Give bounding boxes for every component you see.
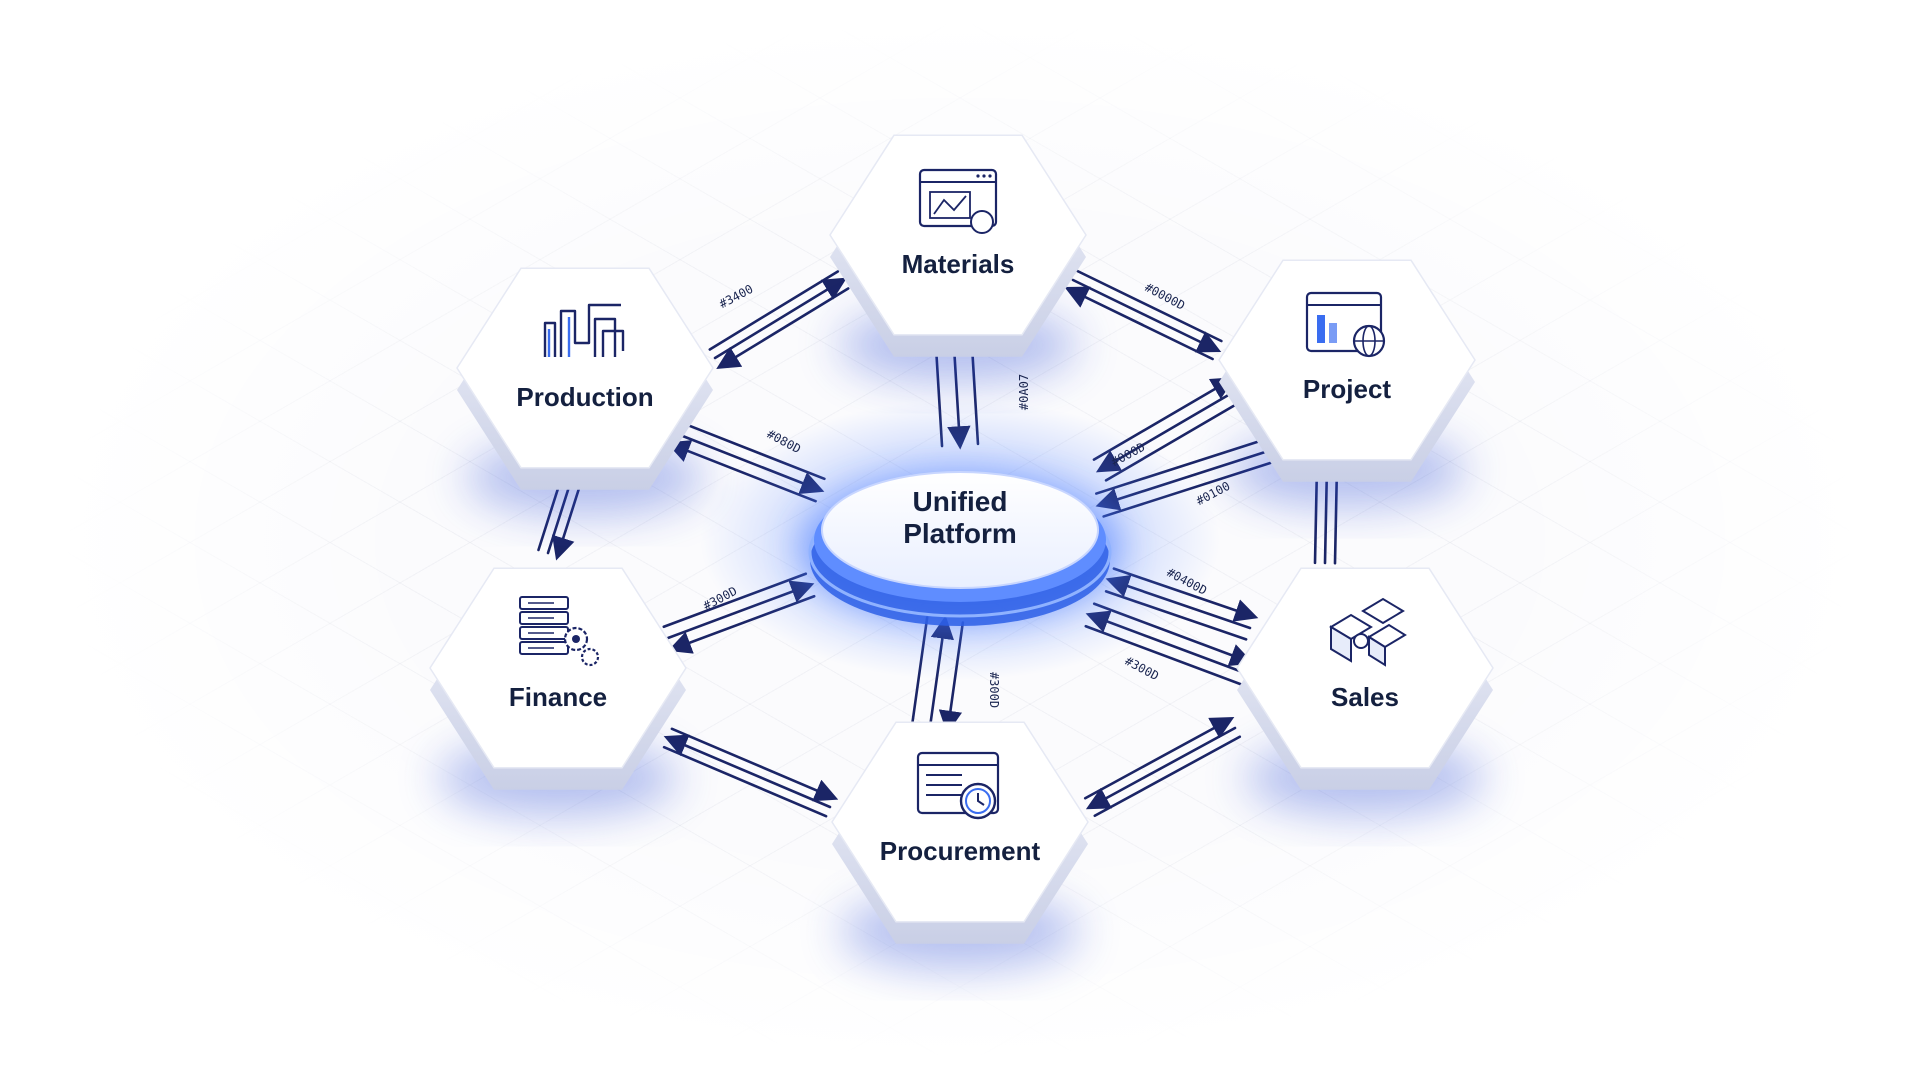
browser-clock-icon xyxy=(916,751,1000,820)
connection-code-project-center-b: #0100 xyxy=(1194,479,1232,508)
link-procurement-finance-line-2 xyxy=(670,727,839,802)
link-materials-project-line-2 xyxy=(1064,286,1214,361)
browser-globe-icon xyxy=(1305,291,1386,358)
link-production-materials xyxy=(708,270,850,369)
link-sales-procurement xyxy=(1083,716,1242,818)
link-production-materials-line-0 xyxy=(708,270,840,351)
module-production[interactable]: Production xyxy=(456,267,714,516)
module-procurement-label: Procurement xyxy=(880,836,1041,866)
connection-code-materials-project: #0000D xyxy=(1142,280,1187,313)
server-gears-icon xyxy=(519,596,600,667)
module-production-face xyxy=(456,267,714,469)
link-production-materials-line-1 xyxy=(713,277,847,360)
module-sales-label: Sales xyxy=(1331,682,1399,712)
center-disc-top xyxy=(821,471,1099,589)
center-platform: Unified Platform xyxy=(700,400,1220,680)
boxes-icon xyxy=(1329,597,1407,667)
connection-code-materials-center: #0A07 xyxy=(1017,374,1031,410)
module-procurement[interactable]: Procurement xyxy=(831,721,1089,970)
module-finance-label: Finance xyxy=(509,682,607,712)
module-project[interactable]: Project xyxy=(1218,259,1476,508)
center-title-line2: Platform xyxy=(903,518,1017,549)
module-finance[interactable]: Finance xyxy=(429,567,687,816)
pipes-icon xyxy=(543,303,625,357)
link-procurement-finance-line-0 xyxy=(662,745,828,818)
link-sales-procurement-line-1 xyxy=(1085,726,1237,810)
module-sales[interactable]: Sales xyxy=(1236,567,1494,816)
module-finance-face xyxy=(429,567,687,769)
module-materials-label: Materials xyxy=(902,249,1015,279)
link-sales-procurement-line-2 xyxy=(1083,716,1235,800)
module-sales-face xyxy=(1236,567,1494,769)
connection-code-sales-center-b: #300D xyxy=(1123,654,1161,683)
link-materials-project xyxy=(1064,269,1223,361)
module-production-label: Production xyxy=(516,382,653,412)
link-procurement-finance-line-1 xyxy=(663,734,832,809)
connection-code-procurement-center: #300D xyxy=(987,672,1001,708)
link-materials-project-line-0 xyxy=(1076,269,1223,343)
module-project-face xyxy=(1218,259,1476,461)
module-materials-face xyxy=(829,134,1087,336)
center-title-line1: Unified xyxy=(913,486,1008,517)
module-project-label: Project xyxy=(1303,374,1391,404)
link-sales-procurement-line-0 xyxy=(1093,735,1242,818)
link-production-materials-line-2 xyxy=(716,287,850,369)
link-procurement-finance xyxy=(662,727,839,818)
link-materials-project-line-1 xyxy=(1071,278,1222,353)
connection-code-materials-production: #3400 xyxy=(717,282,755,311)
module-procurement-face xyxy=(831,721,1089,923)
module-materials[interactable]: Materials xyxy=(829,134,1087,383)
browser-chart-icon xyxy=(918,168,998,234)
